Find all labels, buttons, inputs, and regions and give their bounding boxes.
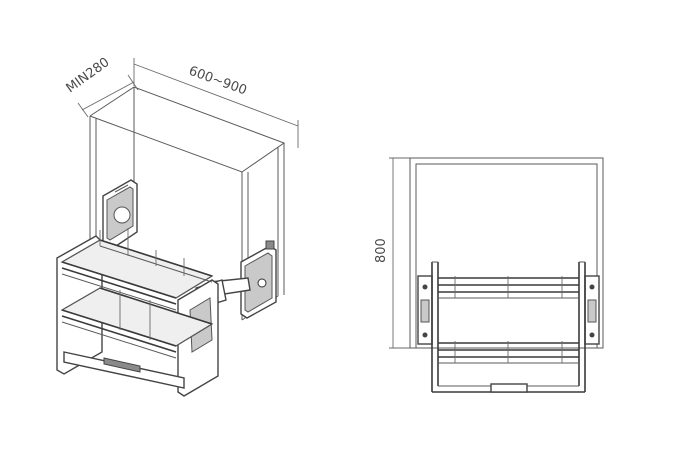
front-upper-shelf bbox=[438, 276, 579, 299]
left-lift-mechanism bbox=[102, 179, 138, 251]
isometric-view: MIN280 600~900 bbox=[56, 55, 299, 397]
front-right-mechanism bbox=[584, 275, 600, 345]
front-left-mechanism bbox=[417, 275, 433, 345]
dim-width-label: 600~900 bbox=[187, 64, 249, 99]
dim-height-label: 800 bbox=[374, 238, 389, 263]
front-view: 800 bbox=[374, 157, 604, 393]
dimension-depth: MIN280 bbox=[64, 55, 139, 118]
front-basket-frame bbox=[431, 261, 586, 393]
right-lift-mechanism bbox=[240, 240, 277, 319]
lower-shelf bbox=[60, 287, 214, 359]
front-cabinet-frame bbox=[409, 157, 604, 349]
dim-depth-label: MIN280 bbox=[64, 55, 113, 96]
front-lower-shelf bbox=[438, 341, 579, 364]
upper-shelf bbox=[60, 228, 214, 311]
dimension-height: 800 bbox=[374, 157, 420, 349]
dimension-width: 600~900 bbox=[133, 58, 299, 148]
